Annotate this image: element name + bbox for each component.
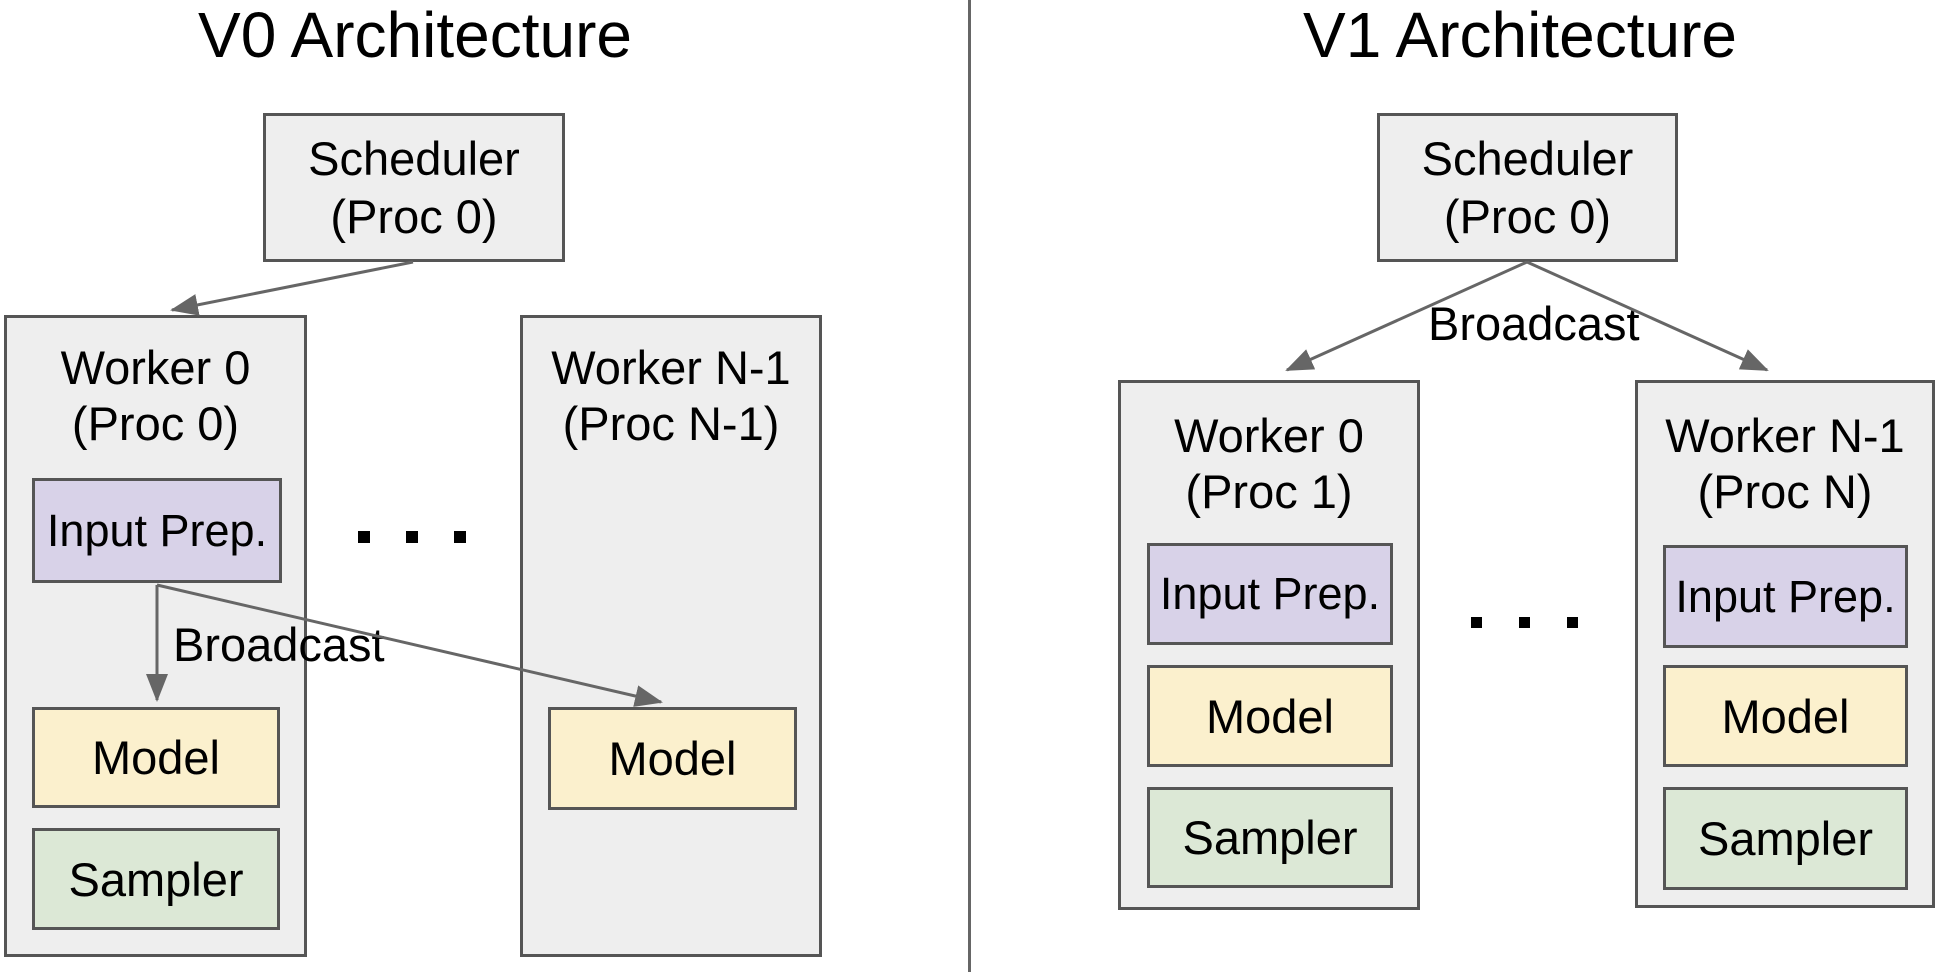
v1-worker0-name: Worker 0 (Proc 1) [1121, 383, 1417, 520]
v1-worker0-proc-line: (Proc 1) [1185, 465, 1353, 518]
v0-ellipsis-dots [358, 531, 466, 543]
v1-worker0-input-prep-box: Input Prep. [1147, 543, 1393, 645]
ellipsis-dot [358, 531, 370, 543]
ellipsis-dot [1519, 617, 1530, 628]
v1-worker0-model-box: Model [1147, 665, 1393, 767]
v1-workerN-name: Worker N-1 (Proc N) [1638, 383, 1932, 520]
v1-scheduler-name: Scheduler [1421, 131, 1634, 185]
v0-workerN-name-line: Worker N-1 [551, 341, 791, 394]
v0-panel-title: V0 Architecture [198, 0, 632, 71]
v1-panel-title: V1 Architecture [1303, 0, 1737, 71]
v0-worker0-proc-line: (Proc 0) [71, 397, 240, 450]
v0-workerN-box: Worker N-1 (Proc N-1) [520, 315, 822, 957]
v0-worker0-name-line: Worker 0 [60, 341, 251, 394]
v0-workerN-proc-line: (Proc N-1) [562, 397, 780, 450]
v1-broadcast-label: Broadcast [1428, 297, 1640, 350]
v1-workerN-name-line: Worker N-1 [1665, 409, 1905, 462]
ellipsis-dot [1471, 617, 1482, 628]
ellipsis-dot [406, 531, 418, 543]
v0-workerN-name: Worker N-1 (Proc N-1) [523, 318, 819, 452]
v1-ellipsis-dots [1471, 617, 1578, 628]
v1-workerN-sampler-box: Sampler [1663, 787, 1908, 890]
ellipsis-dot [454, 531, 466, 543]
v0-scheduler-box: Scheduler (Proc 0) [263, 113, 565, 262]
v1-workerN-proc-line: (Proc N) [1697, 465, 1873, 518]
v0-broadcast-label: Broadcast [173, 618, 385, 671]
ellipsis-dot [1567, 617, 1578, 628]
v1-workerN-input-prep-box: Input Prep. [1663, 545, 1908, 648]
v1-scheduler-box: Scheduler (Proc 0) [1377, 113, 1678, 262]
v0-worker0-name: Worker 0 (Proc 0) [7, 318, 304, 452]
panel-divider [968, 0, 971, 972]
v0-workerN-model-box: Model [548, 707, 797, 810]
v0-worker0-sampler-box: Sampler [32, 828, 280, 930]
v0-arrow-scheduler-to-worker0 [170, 260, 414, 316]
v1-scheduler-proc: (Proc 0) [1443, 189, 1612, 243]
v1-workerN-model-box: Model [1663, 665, 1908, 767]
v1-worker0-name-line: Worker 0 [1174, 409, 1364, 462]
v0-worker0-input-prep-box: Input Prep. [32, 478, 282, 583]
v0-scheduler-name: Scheduler [308, 131, 520, 185]
v0-scheduler-proc: (Proc 0) [330, 189, 498, 243]
v1-worker0-sampler-box: Sampler [1147, 787, 1393, 888]
v0-worker0-model-box: Model [32, 707, 280, 808]
